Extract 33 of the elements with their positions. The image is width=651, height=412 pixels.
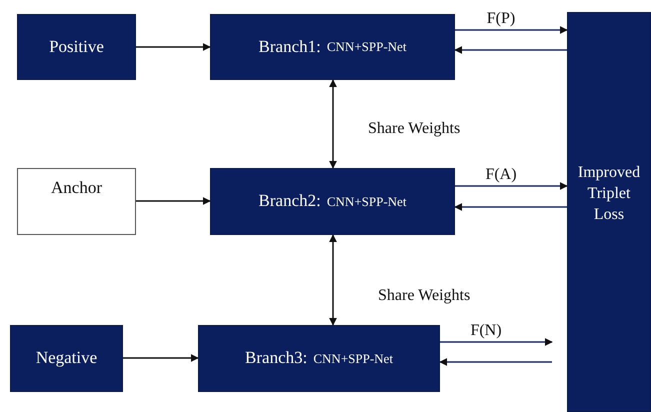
node-label: Branch3: <box>245 347 308 370</box>
arrow <box>329 79 337 169</box>
node-label: Branch1: <box>258 36 321 58</box>
arrow <box>455 26 568 34</box>
node-sublabel: CNN+SPP-Net <box>326 39 406 55</box>
edge-label: F(A) <box>483 167 519 183</box>
arrow <box>454 203 567 211</box>
process-box <box>210 14 455 80</box>
arrow <box>455 182 568 190</box>
edge-label: F(P) <box>484 11 518 27</box>
node-label: Anchor <box>51 177 102 199</box>
arrow <box>136 197 211 205</box>
input-box <box>17 168 136 235</box>
arrow <box>123 354 199 362</box>
process-box <box>567 12 651 412</box>
process-box <box>10 325 123 392</box>
process-box <box>210 168 455 235</box>
node-sublabel: CNN+SPP-Net <box>313 350 393 366</box>
node-label: Negative <box>36 347 98 370</box>
arrow <box>440 338 553 346</box>
process-box <box>17 14 136 80</box>
arrow <box>136 43 211 51</box>
process-box <box>198 325 440 392</box>
edge-label: F(N) <box>468 323 504 339</box>
annotation-label: Share Weights <box>378 287 470 305</box>
annotation-label: Share Weights <box>368 120 460 138</box>
node-sublabel: CNN+SPP-Net <box>326 194 406 210</box>
node-label: Branch2: <box>258 190 321 212</box>
arrow <box>329 234 337 326</box>
arrow <box>454 46 567 54</box>
node-label: Improved Triplet Loss <box>576 163 642 225</box>
node-label: Positive <box>49 36 104 58</box>
arrow <box>439 358 552 366</box>
